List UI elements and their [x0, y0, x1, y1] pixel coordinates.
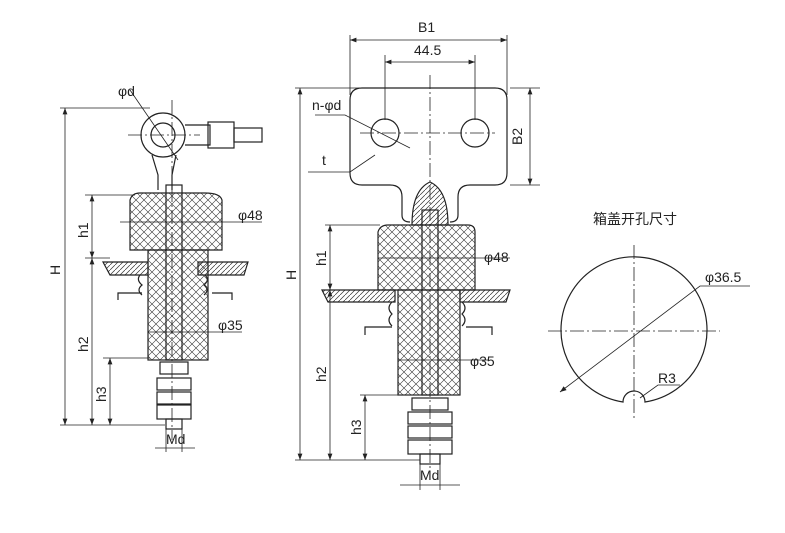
label-B2: B2: [509, 128, 525, 145]
label-h2: h2: [313, 366, 329, 382]
label-phi48: φ48: [484, 249, 509, 265]
middle-view: B1 44.5 n-φd t B2 H h1 h2 h3 φ48 φ35 Md: [283, 19, 540, 490]
label-h1: h1: [75, 222, 91, 238]
label-Md: Md: [166, 431, 185, 447]
cutout-circle: [560, 256, 708, 403]
label-Md: Md: [420, 467, 439, 483]
label-t: t: [322, 152, 326, 168]
label-phi48: φ48: [238, 207, 263, 223]
upper-insulator: [129, 192, 223, 251]
flat-terminal: [349, 87, 508, 223]
label-B1: B1: [418, 19, 435, 35]
upper-insulator: [377, 224, 476, 291]
nut: [207, 121, 235, 149]
label-diameter: φ36.5: [705, 269, 742, 285]
label-44-5: 44.5: [414, 42, 441, 58]
label-phi35: φ35: [470, 353, 495, 369]
label-phi-d: φd: [118, 83, 135, 99]
lower-insulator: [397, 289, 461, 396]
label-h2: h2: [75, 336, 91, 352]
stud: [165, 184, 183, 361]
label-H: H: [283, 270, 299, 280]
cutout-view: 箱盖开孔尺寸 φ36.5 R3: [548, 211, 750, 420]
label-H: H: [47, 265, 63, 275]
label-radius: R3: [658, 370, 676, 386]
label-h1: h1: [313, 250, 329, 266]
label-n-phi-d: n-φd: [312, 97, 341, 113]
left-view: φd H h1 h2 h3 φ48 φ35 Md: [47, 83, 263, 452]
label-phi35: φ35: [218, 317, 243, 333]
cutout-title: 箱盖开孔尺寸: [593, 211, 677, 227]
label-h3: h3: [348, 419, 364, 435]
lower-insulator: [147, 249, 209, 361]
label-h3: h3: [93, 386, 109, 402]
